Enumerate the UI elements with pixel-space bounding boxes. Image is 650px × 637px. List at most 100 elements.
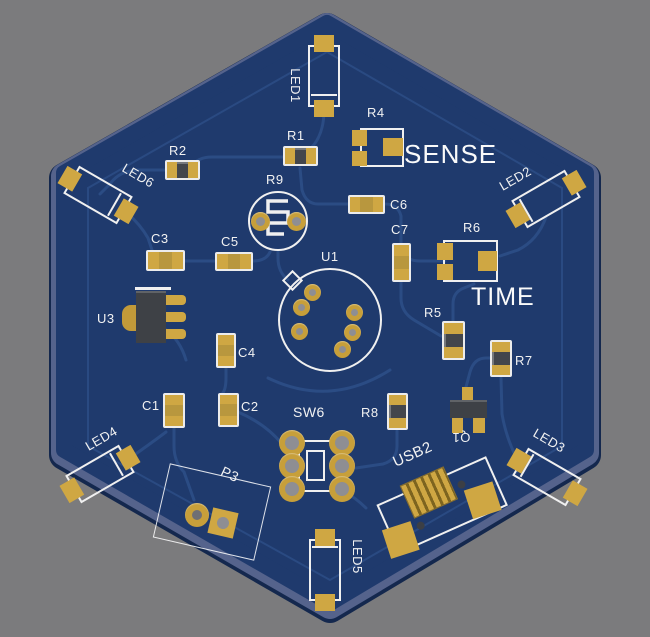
smd-pad	[452, 418, 463, 433]
drill-hole	[349, 329, 356, 336]
u3-lead	[164, 312, 186, 322]
component-c2	[218, 393, 239, 427]
smd-pad	[240, 254, 251, 269]
label-r2: R2	[169, 143, 187, 158]
capacitor-body	[165, 404, 183, 417]
drill-hole	[285, 482, 299, 496]
capacitor-body	[394, 256, 409, 269]
smd-pad	[217, 254, 228, 269]
component-c6	[348, 195, 385, 214]
drill-hole	[351, 309, 358, 316]
label-c3: C3	[151, 231, 169, 246]
label-c4: C4	[238, 345, 256, 360]
smd-pad	[352, 151, 367, 166]
drill-hole	[339, 346, 346, 353]
smd-pad	[220, 395, 237, 405]
component-u3	[120, 285, 190, 345]
capacitor-body	[159, 252, 172, 269]
component-c4	[216, 333, 236, 368]
th-pad	[291, 323, 308, 340]
drill-hole	[298, 304, 305, 311]
smd-pad	[314, 35, 334, 52]
smd-pad	[167, 162, 177, 178]
component-r1	[283, 146, 318, 166]
component-q1	[448, 384, 490, 436]
u3-lead	[164, 329, 186, 339]
component-c3	[146, 250, 185, 271]
drill-hole	[285, 459, 299, 473]
smd-pad	[492, 364, 510, 375]
th-pad	[329, 430, 355, 456]
smd-pad	[306, 148, 317, 164]
smd-pad	[437, 264, 453, 280]
th-pad	[329, 453, 355, 479]
component-led5	[308, 529, 342, 611]
th-pad	[334, 341, 351, 358]
th-pad	[344, 324, 361, 341]
smd-pad	[314, 100, 334, 117]
resistor-body	[389, 405, 406, 418]
smd-pad	[389, 395, 406, 406]
th-pad	[279, 476, 305, 502]
label-c6: C6	[390, 197, 408, 212]
smd-pad	[473, 418, 485, 433]
drill-hole	[215, 515, 231, 531]
resistor-body	[492, 352, 510, 365]
th-pad	[279, 430, 305, 456]
label-c2: C2	[241, 399, 259, 414]
th-pad	[185, 503, 209, 527]
label-u1: U1	[321, 249, 339, 264]
smd-pad	[315, 529, 335, 546]
smd-pad	[148, 252, 160, 269]
q1-body	[450, 400, 487, 418]
capacitor-body	[220, 404, 237, 416]
smd-pad	[394, 245, 409, 257]
trace-layer	[87, 50, 563, 582]
component-r6	[437, 240, 498, 282]
led-cathode-mark	[311, 94, 337, 96]
smd-pad	[444, 346, 463, 358]
capacitor-body	[360, 197, 373, 212]
resistor-body	[444, 334, 463, 347]
th-pad	[279, 453, 305, 479]
component-c5	[215, 252, 253, 271]
component-led1	[307, 35, 341, 117]
drill-hole	[309, 289, 316, 296]
label-sw6: SW6	[293, 404, 325, 420]
drill-hole	[285, 436, 299, 450]
drill-hole	[335, 459, 349, 473]
drill-hole	[292, 217, 301, 226]
label-r9: R9	[266, 172, 284, 187]
smd-pad	[372, 197, 383, 212]
label-c1: C1	[142, 398, 160, 413]
u3-body	[136, 291, 166, 343]
label-r1: R1	[287, 128, 305, 143]
component-u1	[278, 268, 382, 372]
smd-pad	[492, 342, 510, 353]
th-pad	[329, 476, 355, 502]
label-q1: Q1	[452, 430, 471, 445]
th-pad	[346, 304, 363, 321]
u3-tab-pad	[122, 305, 138, 331]
smd-pad	[444, 323, 463, 335]
resistor-body	[294, 148, 307, 164]
drill-hole	[192, 510, 202, 520]
component-r4	[352, 128, 404, 167]
smd-pad	[220, 415, 237, 425]
label-r7: R7	[515, 353, 533, 368]
label-c5: C5	[221, 234, 239, 249]
label-sense: SENSE	[404, 139, 498, 169]
label-r8: R8	[361, 405, 379, 420]
smd-pad	[437, 243, 453, 260]
drill-hole	[256, 217, 265, 226]
smd-pad	[315, 594, 335, 611]
sw6-actuator-outline	[306, 450, 325, 481]
smd-pad	[285, 148, 295, 164]
smd-pad	[352, 130, 367, 146]
label-r5: R5	[424, 305, 442, 320]
smd-pad	[478, 251, 497, 271]
led-outline	[308, 45, 340, 107]
silkscreen-line	[135, 287, 171, 290]
led-outline	[309, 539, 341, 601]
